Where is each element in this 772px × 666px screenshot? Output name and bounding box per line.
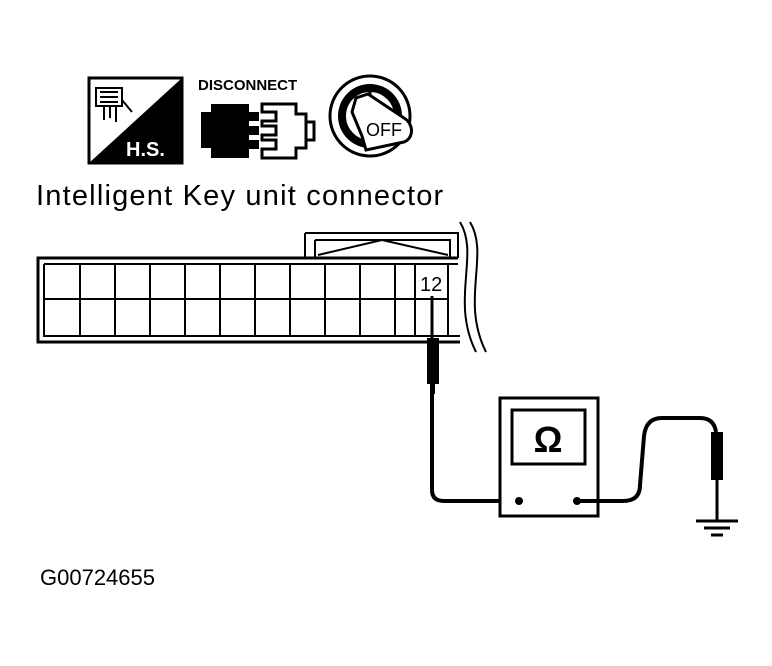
disconnect-label: DISCONNECT <box>198 77 297 94</box>
ground-symbol <box>696 519 738 537</box>
key-off-label: OFF <box>366 120 402 140</box>
disconnect-icon: DISCONNECT <box>198 77 316 160</box>
connector-body <box>36 221 487 353</box>
harness-side-label: H.S. <box>126 139 165 161</box>
ohm-symbol: Ω <box>534 419 563 460</box>
ohmmeter: Ω <box>498 396 600 518</box>
connector-title: Intelligent Key unit connector <box>36 180 445 212</box>
terminal-label-12: 12 <box>420 274 442 296</box>
meter-terminal-left <box>515 497 523 505</box>
harness-side-icon: H.S. <box>87 76 184 165</box>
probe-lead-right <box>577 416 723 520</box>
ignition-key-off-icon: OFF <box>328 74 413 158</box>
probe-lead-left <box>427 296 519 503</box>
figure-id: G00724655 <box>40 565 155 590</box>
